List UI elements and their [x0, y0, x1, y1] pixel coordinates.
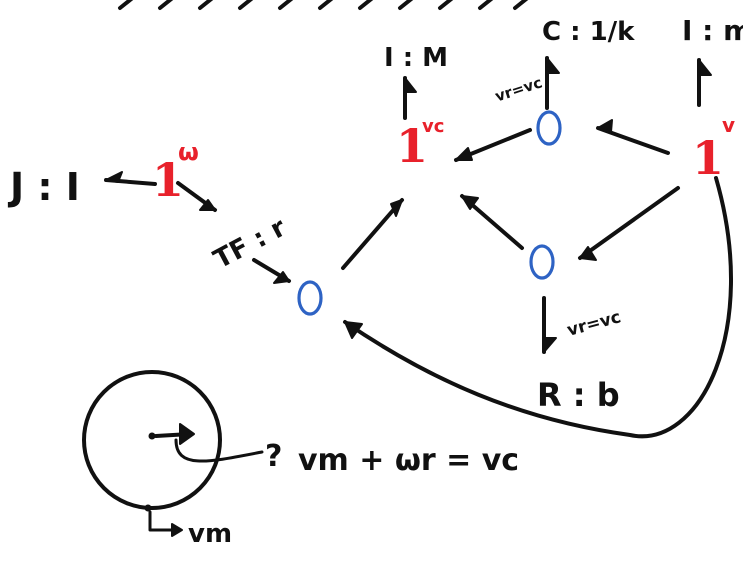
- inertia-j-label: J : I: [7, 165, 80, 209]
- one-right-superscript: v: [722, 113, 735, 137]
- one-omega-symbol: 1: [152, 153, 184, 207]
- one-vc-symbol: 1: [396, 119, 428, 173]
- bond-zero-mid-to-resistor: [542, 296, 557, 354]
- resistor-label: R : b: [537, 376, 620, 414]
- bond-transformer-to-zero-left: [252, 258, 291, 284]
- wheel-contact-dot: [144, 504, 152, 512]
- inertia-mass-center-label: I : M: [384, 43, 448, 73]
- resistor-constraint-label: vr=vc: [565, 307, 623, 341]
- bond-one-right-to-zero-top: [596, 119, 670, 155]
- one-vc-superscript: vc: [422, 116, 444, 137]
- inertia-mass-right-label: I : m: [682, 14, 743, 47]
- bond-zero-top-to-compliance: [545, 56, 560, 110]
- bond-one-right-to-zero-mid: [578, 186, 680, 261]
- wheel-circle: [82, 370, 222, 510]
- zero-junction-left: [297, 280, 323, 316]
- bond-oneomega-to-transformer: [176, 181, 217, 212]
- wheel-sketch: [82, 370, 264, 537]
- one-junction-omega: 1 ω: [152, 138, 199, 207]
- compliance-label: C : 1/k: [542, 17, 635, 47]
- bond-one-vc-to-inertia-mass: [403, 76, 417, 120]
- zero-top-ring: [536, 110, 562, 146]
- one-omega-superscript: ω: [178, 138, 199, 166]
- one-junction-right: 1 v: [692, 113, 735, 185]
- bond-oneomega-to-inertia-j: [104, 171, 157, 186]
- question-mark: ?: [265, 439, 282, 474]
- wheel-center-dot: [148, 432, 156, 440]
- zero-left-ring: [297, 280, 323, 316]
- bond-one-right-to-zero-left: [343, 176, 733, 439]
- ground-velocity-label: vm: [188, 519, 232, 549]
- top-edge-hatching: [118, 0, 529, 10]
- zero-mid-ring: [529, 244, 555, 280]
- bond-zero-left-to-one-vc: [341, 198, 404, 270]
- zero-junction-mid: [529, 244, 555, 280]
- rolling-constraint-equation: vm + ωr = vc: [298, 443, 519, 478]
- one-right-symbol: 1: [692, 131, 724, 185]
- one-junction-vc: 1 vc: [396, 116, 444, 173]
- compliance-constraint-label: vr=vc: [493, 73, 545, 105]
- bond-one-right-to-inertia-mass-right: [697, 58, 712, 107]
- bond-zero-mid-to-one-vc: [460, 194, 524, 250]
- transformer-label: TF : r: [209, 213, 291, 276]
- bond-zero-top-to-one-vc: [454, 128, 532, 162]
- zero-junction-top: [536, 110, 562, 146]
